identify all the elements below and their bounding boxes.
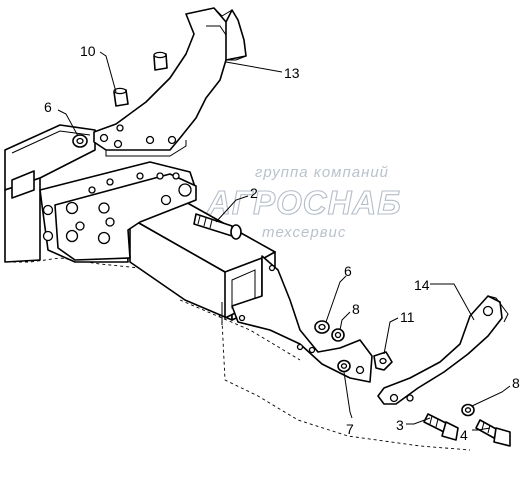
- callout-14: 14: [414, 277, 430, 293]
- callout-10: 10: [80, 43, 96, 59]
- washer-6-lower: [314, 320, 330, 334]
- callout-labels: 10 13 6 2 6 8 14 11 8 7 3 4: [44, 43, 520, 443]
- callout-6-upper: 6: [44, 99, 52, 115]
- callout-8-right: 8: [512, 375, 520, 391]
- washer-8-right: [461, 403, 475, 417]
- front-side-plate: [231, 255, 373, 383]
- callout-8-left: 8: [352, 301, 360, 317]
- upper-arm-13: [93, 7, 247, 157]
- lower-arm-14: [377, 295, 509, 405]
- mounting-plate-left: [39, 161, 197, 263]
- frame-beam: [4, 124, 471, 451]
- leader-lines: [57, 51, 511, 431]
- callout-7: 7: [346, 421, 354, 437]
- callout-2: 2: [250, 185, 258, 201]
- bushing-10: [113, 87, 129, 107]
- watermark-line3: техсервис: [262, 224, 346, 241]
- washer-8-left: [331, 328, 345, 342]
- watermark: группа компаний АГРОСНАБ техсервис: [205, 164, 402, 241]
- callout-6-lower: 6: [344, 263, 352, 279]
- washer-6-upper: [72, 134, 88, 148]
- bushing-upper: [153, 51, 168, 71]
- watermark-line2: АГРОСНАБ: [206, 184, 402, 221]
- watermark-line1: группа компаний: [255, 164, 389, 181]
- callout-11: 11: [400, 309, 415, 325]
- callout-13: 13: [284, 65, 300, 81]
- bolt-2: [193, 213, 242, 240]
- nut-11: [373, 351, 393, 371]
- washer-7: [337, 359, 351, 373]
- bolt-4: [475, 419, 511, 447]
- callout-3: 3: [396, 417, 404, 433]
- callout-4: 4: [460, 427, 468, 443]
